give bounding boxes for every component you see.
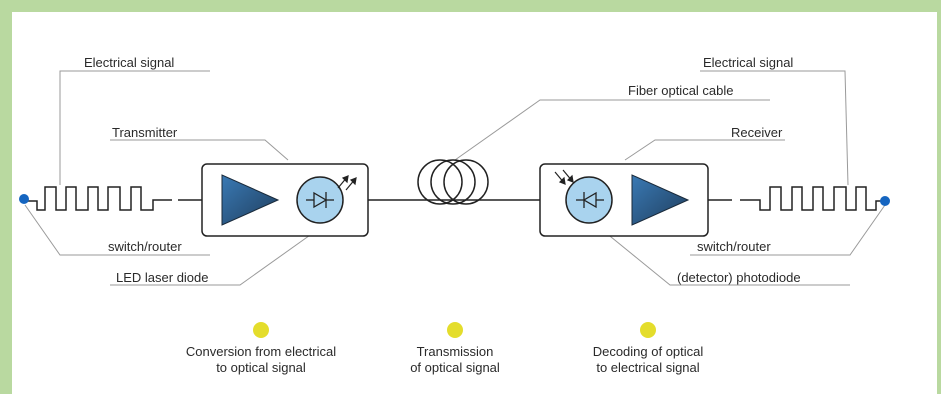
- fiber-coil-icon: [417, 159, 489, 205]
- leader-electrical-signal-left: [59, 70, 210, 185]
- leader-receiver: [624, 139, 785, 161]
- transmitter-amplifier-icon: [221, 174, 280, 226]
- label-transmitter: Transmitter: [112, 125, 178, 140]
- leader-photodiode: [599, 227, 850, 286]
- label-switch-router-left: switch/router: [108, 239, 182, 254]
- frame-border-top: [0, 0, 941, 12]
- stage-caption-conversion-line1: Conversion from electrical: [186, 344, 336, 359]
- stage-dot-decoding: [640, 322, 656, 338]
- label-switch-router-right: switch/router: [697, 239, 771, 254]
- label-receiver: Receiver: [731, 125, 783, 140]
- leader-fiber-cable: [454, 99, 770, 161]
- label-electrical-signal-right: Electrical signal: [703, 55, 793, 70]
- emission-arrows-icon: [337, 175, 357, 191]
- label-led-laser-diode: LED laser diode: [116, 270, 209, 285]
- receiver-box: [539, 163, 709, 237]
- frame-border-left: [0, 0, 12, 394]
- stages: Conversion from electrical to optical si…: [186, 322, 704, 375]
- leader-electrical-signal-right: [700, 70, 849, 186]
- incoming-arrows-icon: [554, 169, 574, 185]
- receiver-amplifier-icon: [631, 174, 690, 226]
- led-diode-icon: [296, 176, 344, 224]
- stage-caption-conversion-line2: to optical signal: [216, 360, 306, 375]
- leader-led-laser-diode: [110, 227, 321, 286]
- label-detector-photodiode: (detector) photodiode: [677, 270, 801, 285]
- stage-caption-decoding-line2: to electrical signal: [596, 360, 699, 375]
- leader-switch-router-right: [690, 204, 886, 256]
- stage-caption-transmission-line2: of optical signal: [410, 360, 500, 375]
- leader-switch-router-left: [24, 204, 210, 256]
- endpoint-right: [880, 196, 890, 206]
- square-wave-left: [26, 186, 172, 211]
- leader-lines: [24, 70, 886, 286]
- endpoint-left: [19, 194, 29, 204]
- stage-caption-decoding-line1: Decoding of optical: [593, 344, 704, 359]
- square-wave-right: [740, 186, 884, 211]
- stage-dot-transmission: [447, 322, 463, 338]
- stage-caption-transmission-line1: Transmission: [417, 344, 494, 359]
- frame-border-right: [937, 0, 941, 394]
- leader-transmitter: [110, 139, 289, 161]
- transmitter-box: [201, 163, 369, 237]
- label-electrical-signal-left: Electrical signal: [84, 55, 174, 70]
- labels: Electrical signal Transmitter switch/rou…: [84, 55, 801, 285]
- photodiode-icon: [565, 176, 613, 224]
- label-fiber-optical-cable: Fiber optical cable: [628, 83, 734, 98]
- stage-dot-conversion: [253, 322, 269, 338]
